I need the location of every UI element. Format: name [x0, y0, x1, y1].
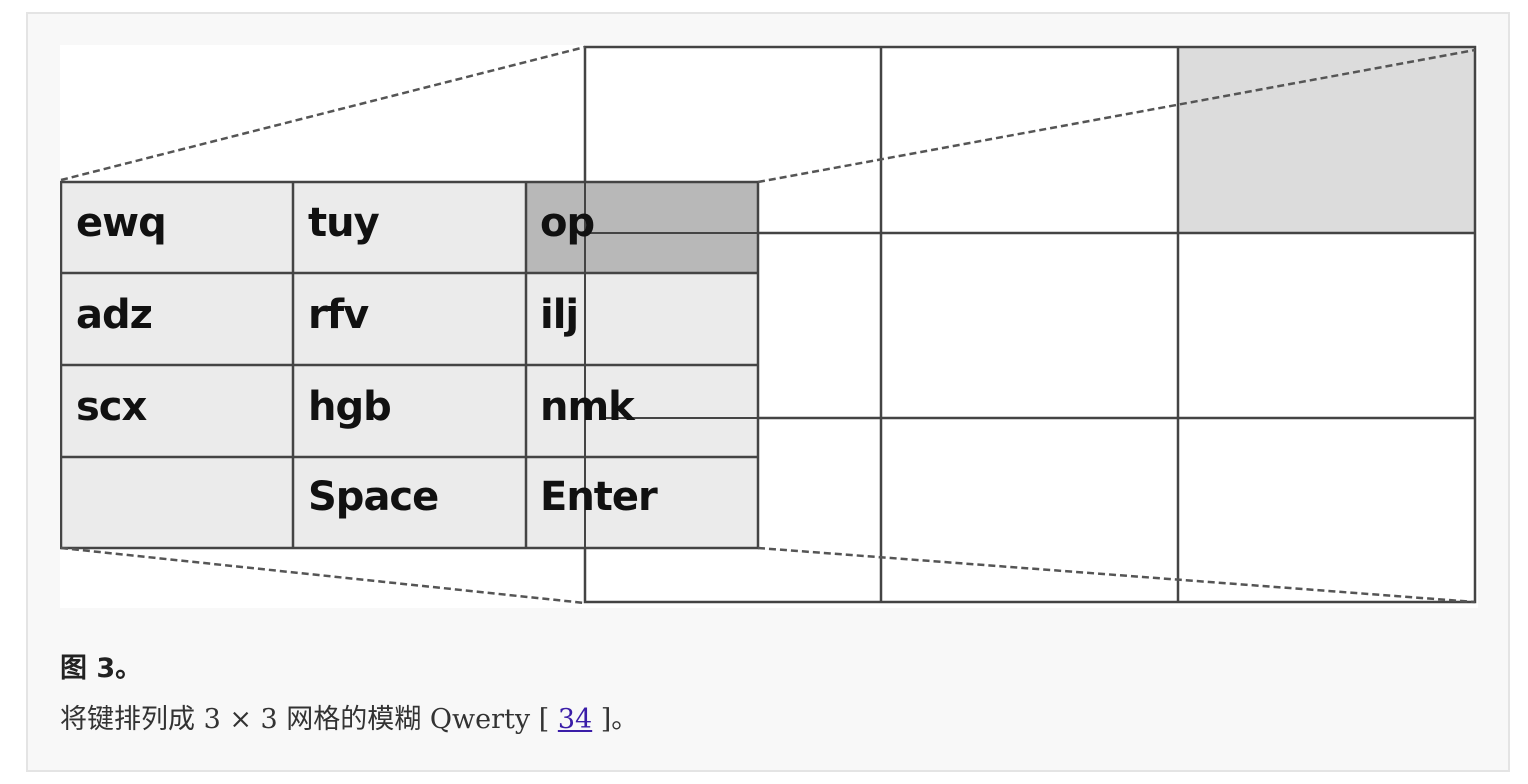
caption-prefix: 将键排列成 3 × 3 网格的模糊 Qwerty [: [60, 704, 558, 735]
key-label: adz: [76, 292, 153, 338]
reference-link[interactable]: 34: [557, 704, 593, 735]
figure-caption: 将键排列成 3 × 3 网格的模糊 Qwerty [ 34 ]。: [60, 697, 638, 736]
keyboard-diagram: [60, 45, 1477, 605]
key-label: ilj: [540, 292, 579, 338]
key-label: rfv: [308, 292, 369, 338]
zoomed-highlight-cell: [1178, 47, 1475, 233]
key-label: Enter: [540, 474, 658, 520]
keyboard-table: [60, 180, 760, 550]
key-label: hgb: [308, 384, 392, 430]
figure-image: ewq tuy op adz rfv ilj scx hgb nmk Space…: [60, 45, 1478, 608]
key-label: ewq: [76, 200, 167, 246]
figure-title: 图 3。: [60, 653, 143, 684]
selected-key-cell: [526, 182, 758, 273]
key-label: nmk: [540, 384, 635, 430]
key-label: tuy: [308, 200, 380, 246]
perspective-lines: [60, 45, 1476, 605]
key-label: Space: [308, 474, 439, 520]
key-label-highlighted: op: [540, 200, 595, 246]
key-label: scx: [76, 384, 147, 430]
caption-suffix: ]。: [592, 704, 639, 735]
